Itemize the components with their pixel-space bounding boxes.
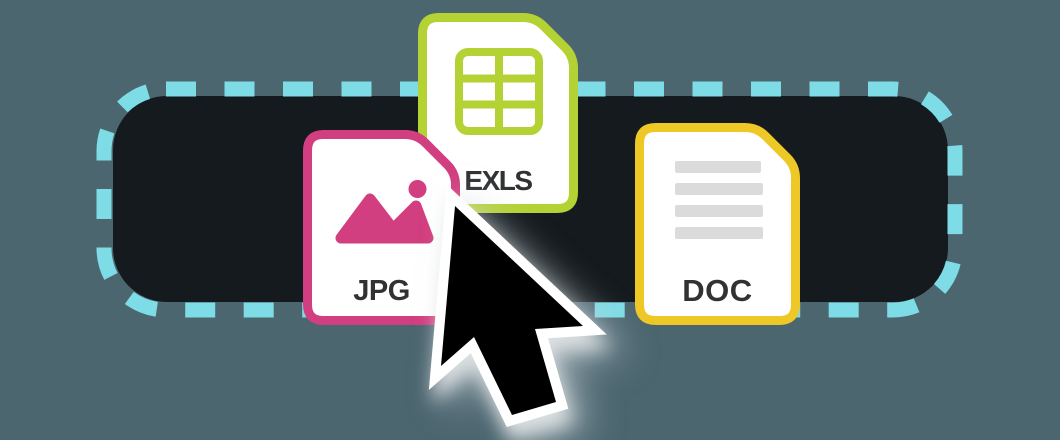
image-mountains-icon	[335, 180, 434, 244]
text-lines-icon	[675, 161, 763, 239]
sun-dot-icon	[408, 180, 427, 198]
cursor-arrow-shape	[428, 184, 607, 427]
spreadsheet-grid-icon	[455, 48, 543, 135]
doc-card-shape	[635, 123, 800, 325]
